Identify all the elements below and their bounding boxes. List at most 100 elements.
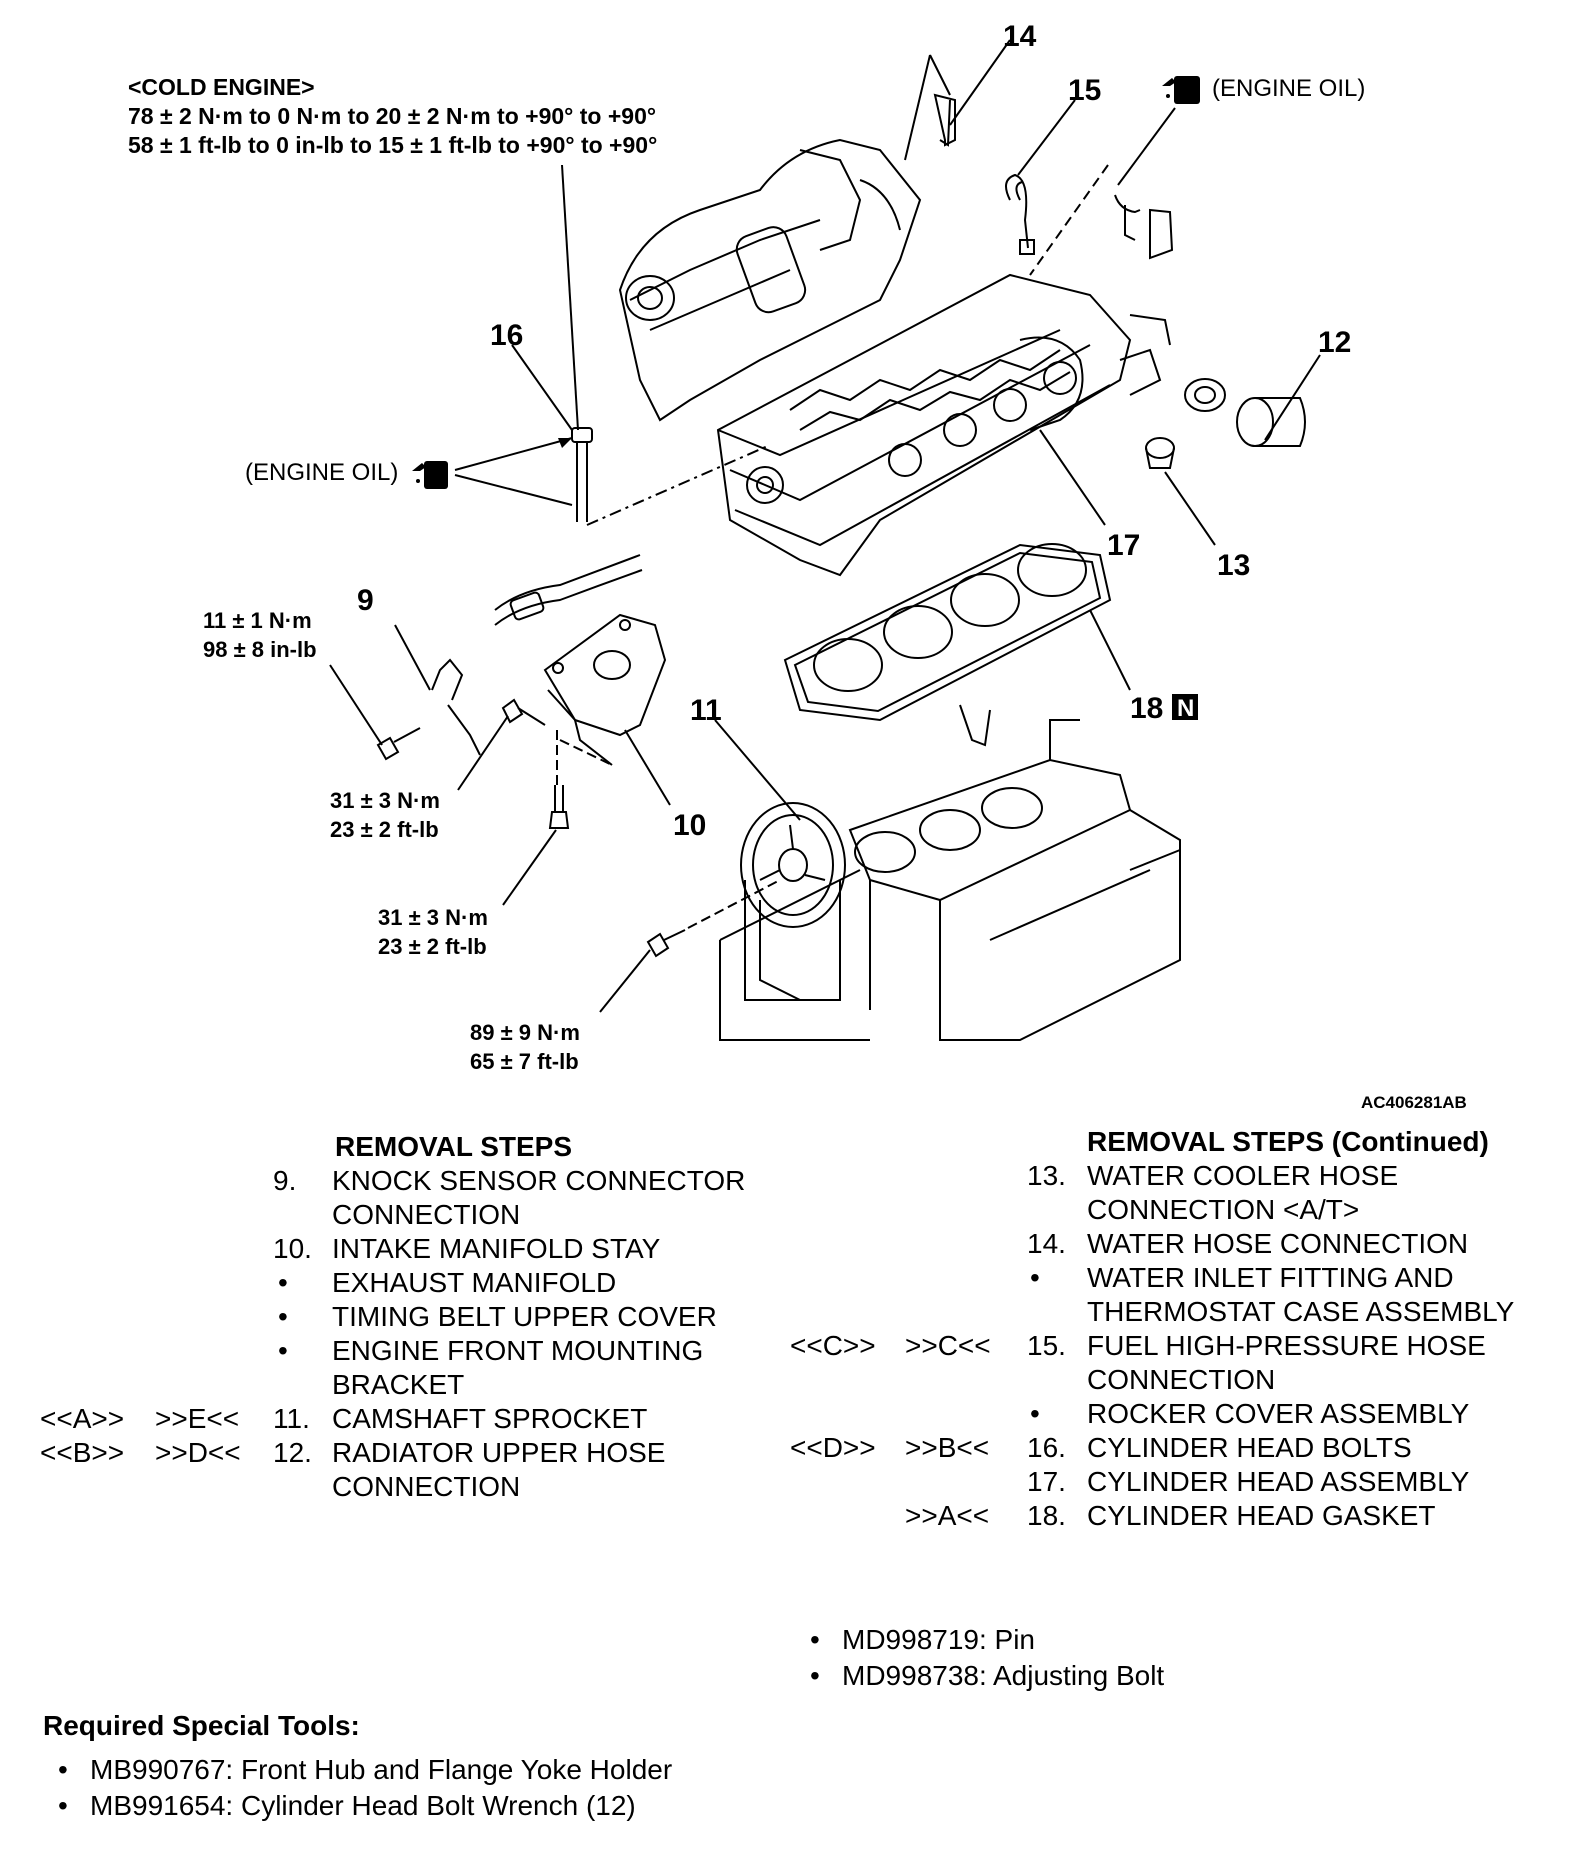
step-reassembly-ref: >>E<< bbox=[155, 1403, 240, 1434]
step-row: 9. KNOCK SENSOR CONNECTOR bbox=[40, 1164, 760, 1198]
cold-engine-heading: <COLD ENGINE> bbox=[128, 74, 315, 100]
leader-line-17 bbox=[1039, 429, 1106, 526]
torque-11-ftlb: 65 ± 7 ft-lb bbox=[470, 1049, 579, 1074]
step-row: 17. CYLINDER HEAD ASSEMBLY bbox=[790, 1465, 1570, 1499]
step-reassembly-ref: >>D<< bbox=[155, 1437, 241, 1468]
stay-bolt-upper-drawing bbox=[501, 698, 546, 726]
step-text: CONNECTION bbox=[332, 1471, 521, 1502]
step-row: • WATER INLET FITTING AND bbox=[790, 1261, 1570, 1295]
step-row: <<C>> >>C<< 15. FUEL HIGH-PRESSURE HOSE bbox=[790, 1329, 1570, 1363]
callout-14: 14 bbox=[1003, 20, 1037, 53]
step-text: CONNECTION bbox=[332, 1199, 521, 1230]
step-text: WATER INLET FITTING AND bbox=[1087, 1262, 1454, 1293]
step-row: CONNECTION bbox=[40, 1470, 760, 1504]
oil-can-icon bbox=[412, 461, 448, 489]
step-row: • TIMING BELT UPPER COVER bbox=[40, 1300, 760, 1334]
leader-line-oil-top bbox=[1117, 107, 1176, 186]
torque-10b-nm: 31 ± 3 N·m bbox=[378, 905, 488, 930]
list-item: • MB991654: Cylinder Head Bolt Wrench (1… bbox=[58, 1788, 818, 1824]
camshaft-sprocket-drawing bbox=[740, 802, 846, 1001]
removal-steps-continued-list: REMOVAL STEPS (Continued) 13.WATER COOLE… bbox=[790, 1125, 1570, 1533]
callout-10: 10 bbox=[673, 809, 706, 842]
step-row: CONNECTION bbox=[790, 1363, 1570, 1397]
tools-heading: Required Special Tools: bbox=[43, 1710, 360, 1741]
intake-manifold-drawing bbox=[618, 138, 922, 422]
cylinder-head-bolt-drawing bbox=[571, 427, 593, 522]
leader-line-13 bbox=[1164, 471, 1216, 546]
callout-15: 15 bbox=[1068, 74, 1101, 107]
step-number: • bbox=[1030, 1398, 1040, 1429]
list-item: • MD998738: Adjusting Bolt bbox=[810, 1658, 1310, 1694]
step-text: ROCKER COVER ASSEMBLY bbox=[1087, 1398, 1470, 1429]
oil-can-icon bbox=[1162, 76, 1200, 104]
cylinder-head-gasket-drawing bbox=[783, 543, 1112, 722]
step-text: KNOCK SENSOR CONNECTOR bbox=[332, 1165, 746, 1196]
callout-13: 13 bbox=[1217, 549, 1250, 582]
cylinder-head-drawing bbox=[716, 273, 1171, 577]
step-row: CONNECTION <A/T> bbox=[790, 1193, 1570, 1227]
step-row: <<D>>>>B<<16.CYLINDER HEAD BOLTS bbox=[790, 1431, 1570, 1465]
step-number: 9. bbox=[273, 1165, 297, 1196]
step-text: CYLINDER HEAD BOLTS bbox=[1087, 1432, 1412, 1463]
leader-line-10a bbox=[457, 715, 509, 791]
leader-line-9-connector bbox=[394, 624, 431, 691]
step-text: WATER HOSE CONNECTION bbox=[1087, 1228, 1469, 1259]
leader-line-9-torque bbox=[329, 664, 383, 746]
removal-steps-continued-heading: REMOVAL STEPS (Continued) bbox=[1087, 1126, 1489, 1157]
tool-item: MB990767: Front Hub and Flange Yoke Hold… bbox=[90, 1754, 673, 1785]
tool-item: MB991654: Cylinder Head Bolt Wrench (12) bbox=[90, 1790, 636, 1821]
step-row: •EXHAUST MANIFOLD bbox=[40, 1266, 760, 1300]
callout-18: 18 bbox=[1130, 692, 1163, 725]
water-cooler-hose-fitting-drawing bbox=[1145, 437, 1175, 469]
step-disassembly-ref: <<C>> bbox=[790, 1330, 876, 1361]
step-number: 10. bbox=[273, 1233, 312, 1264]
removal-steps-heading: REMOVAL STEPS bbox=[335, 1131, 573, 1162]
leader-line-11-torque bbox=[599, 949, 651, 1013]
step-number: • bbox=[1030, 1262, 1040, 1293]
step-number: 17. bbox=[1027, 1466, 1066, 1497]
leader-line-16 bbox=[511, 344, 573, 431]
torque-10a-ftlb: 23 ± 2 ft-lb bbox=[330, 817, 439, 842]
step-disassembly-ref: <<B>> bbox=[40, 1437, 125, 1468]
step-text: RADIATOR UPPER HOSE bbox=[332, 1437, 666, 1468]
step-number: 13. bbox=[1027, 1160, 1066, 1191]
step-number: 11. bbox=[273, 1403, 310, 1434]
step-text: FUEL HIGH-PRESSURE HOSE bbox=[1087, 1330, 1486, 1361]
fuel-hose-drawing bbox=[1005, 173, 1035, 255]
leader-line-18 bbox=[1089, 609, 1131, 691]
leader-line-14 bbox=[949, 39, 1011, 126]
step-row: CONNECTION bbox=[40, 1198, 760, 1232]
cylinder-block-drawing bbox=[719, 704, 1181, 1041]
step-disassembly-ref: <<A>> bbox=[40, 1403, 125, 1434]
torque-9-inlb: 98 ± 8 in-lb bbox=[203, 637, 317, 662]
step-row: 14.WATER HOSE CONNECTION bbox=[790, 1227, 1570, 1261]
cold-engine-torque-ftlb: 58 ± 1 ft-lb to 0 in-lb to 15 ± 1 ft-lb … bbox=[128, 132, 657, 158]
torque-10b-ftlb: 23 ± 2 ft-lb bbox=[378, 934, 487, 959]
step-number: 18. bbox=[1027, 1500, 1066, 1531]
leader-line-10 bbox=[624, 729, 671, 806]
list-item: • MD998719: Pin bbox=[810, 1622, 1310, 1658]
callout-16: 16 bbox=[490, 319, 523, 352]
step-reassembly-ref: >>C<< bbox=[905, 1330, 991, 1361]
intake-manifold-stay-drawing bbox=[543, 613, 667, 766]
tool-item: MD998719: Pin bbox=[842, 1624, 1036, 1655]
step-text: CONNECTION bbox=[1087, 1364, 1276, 1395]
step-text: CAMSHAFT SPROCKET bbox=[332, 1403, 648, 1434]
step-row: <<A>> >>E<< 11. CAMSHAFT SPROCKET bbox=[40, 1402, 760, 1436]
step-text: TIMING BELT UPPER COVER bbox=[332, 1301, 717, 1332]
step-row: 10. INTAKE MANIFOLD STAY bbox=[40, 1232, 760, 1266]
torque-9-nm: 11 ± 1 N·m bbox=[203, 608, 312, 633]
step-text: CONNECTION <A/T> bbox=[1087, 1194, 1360, 1225]
callout-12: 12 bbox=[1318, 326, 1351, 359]
step-text: CYLINDER HEAD ASSEMBLY bbox=[1087, 1466, 1470, 1497]
step-row: >>A<<18.CYLINDER HEAD GASKET bbox=[790, 1499, 1570, 1533]
leader-line-15 bbox=[1017, 99, 1076, 176]
callout-9: 9 bbox=[357, 584, 374, 617]
step-disassembly-ref: <<D>> bbox=[790, 1432, 876, 1463]
step-number: • bbox=[278, 1301, 288, 1332]
step-number: 15. bbox=[1027, 1330, 1066, 1361]
leader-line-oil-left-b bbox=[454, 474, 573, 506]
step-text: INTAKE MANIFOLD STAY bbox=[332, 1233, 661, 1264]
water-cooler-hose-drawing bbox=[1114, 194, 1174, 260]
